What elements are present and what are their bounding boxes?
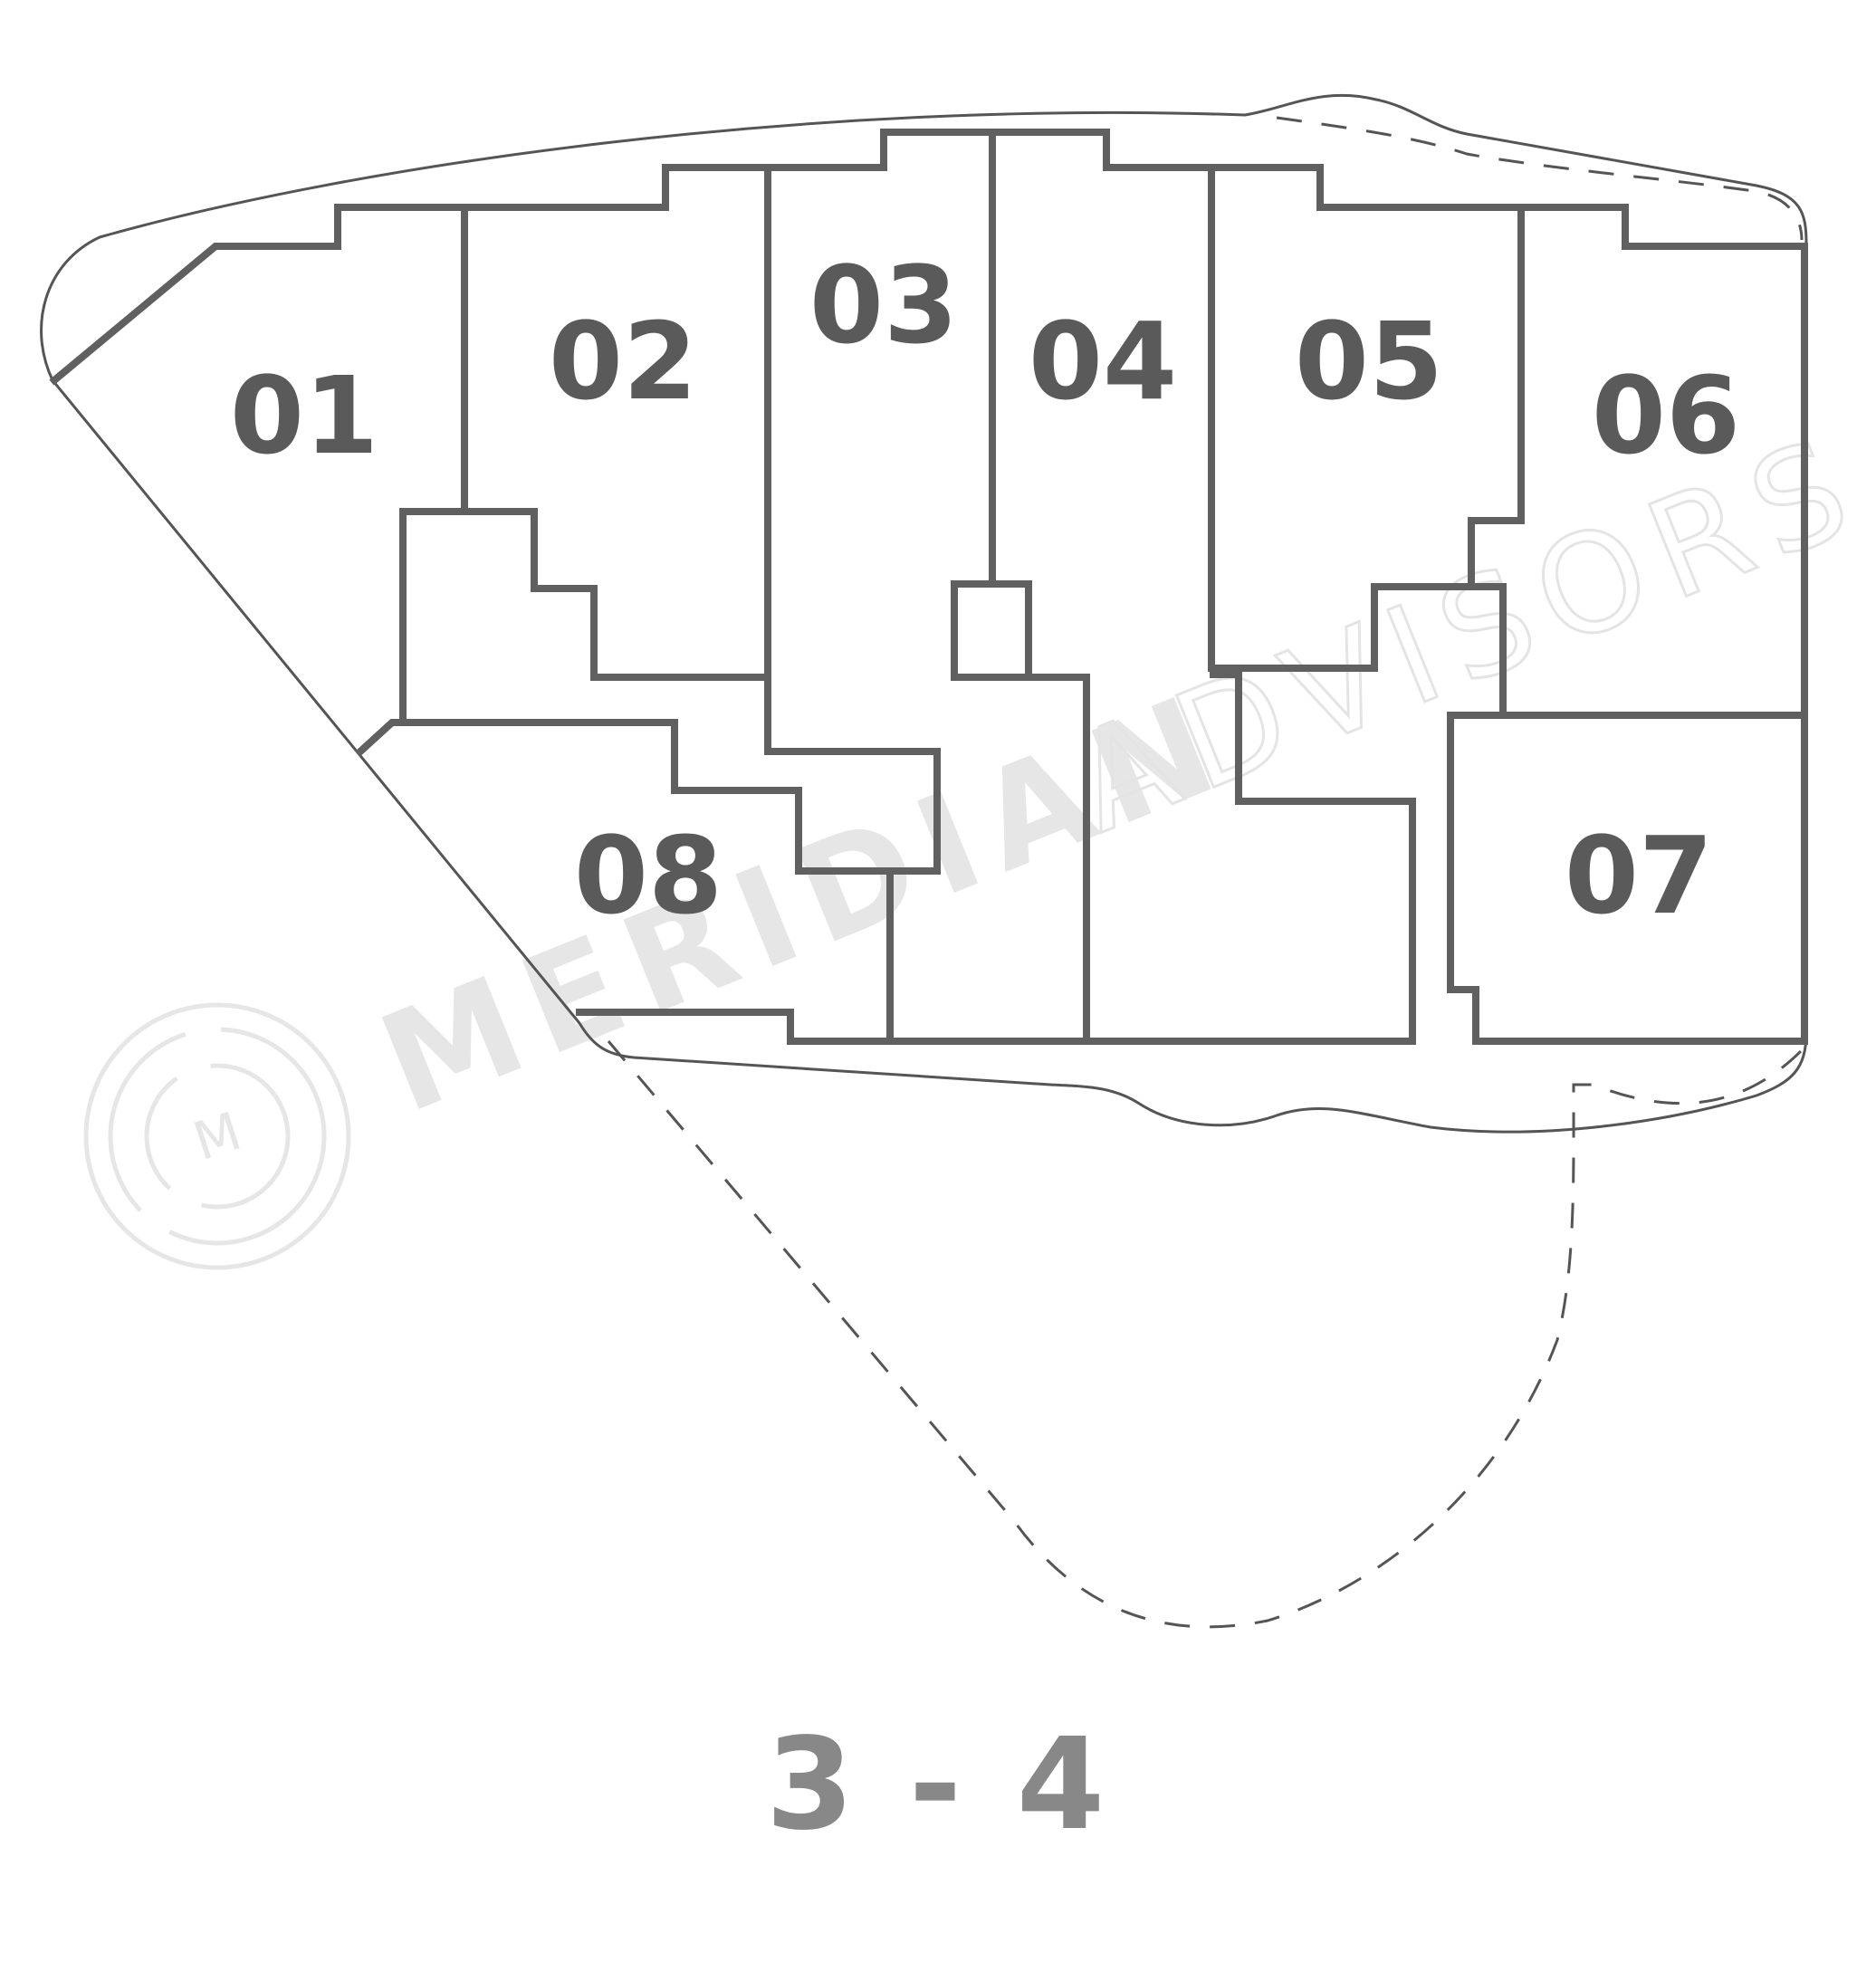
unit-label-04[interactable]: 04 <box>1029 299 1177 424</box>
floor-level-label: 3 - 4 <box>765 1711 1111 1859</box>
divider-05-06 <box>1468 206 1525 590</box>
unit-label-02[interactable]: 02 <box>549 299 697 424</box>
watermark-logo-icon: M <box>83 1002 351 1270</box>
unit-label-03[interactable]: 03 <box>809 243 958 368</box>
unit-label-05[interactable]: 05 <box>1295 299 1443 424</box>
shaft-box <box>989 580 1032 681</box>
podium-overhang-dashed <box>607 1040 1804 1629</box>
divider-04-05 <box>1208 168 1507 719</box>
watermark-word-advisors: ADVISORS <box>1053 406 1876 864</box>
perimeter-bottom-right <box>1447 712 1808 1045</box>
boundary-08-top <box>355 171 941 875</box>
divider-03-04 <box>951 132 1090 1045</box>
building-outline <box>40 93 1808 1134</box>
unit-label-01[interactable]: 01 <box>230 353 378 478</box>
unit-label-06[interactable]: 06 <box>1592 353 1740 478</box>
perimeter-bottom <box>576 671 1416 1045</box>
unit-label-08[interactable]: 08 <box>574 813 723 938</box>
unit-labels: 01 02 03 04 05 06 07 08 <box>230 243 1740 938</box>
core-left <box>399 508 771 726</box>
unit-label-07[interactable]: 07 <box>1565 813 1713 938</box>
unit-partitions <box>49 129 1808 1045</box>
roof-overhang-top-dashed <box>1276 116 1804 241</box>
watermark-logo-letter: M <box>187 1100 249 1172</box>
